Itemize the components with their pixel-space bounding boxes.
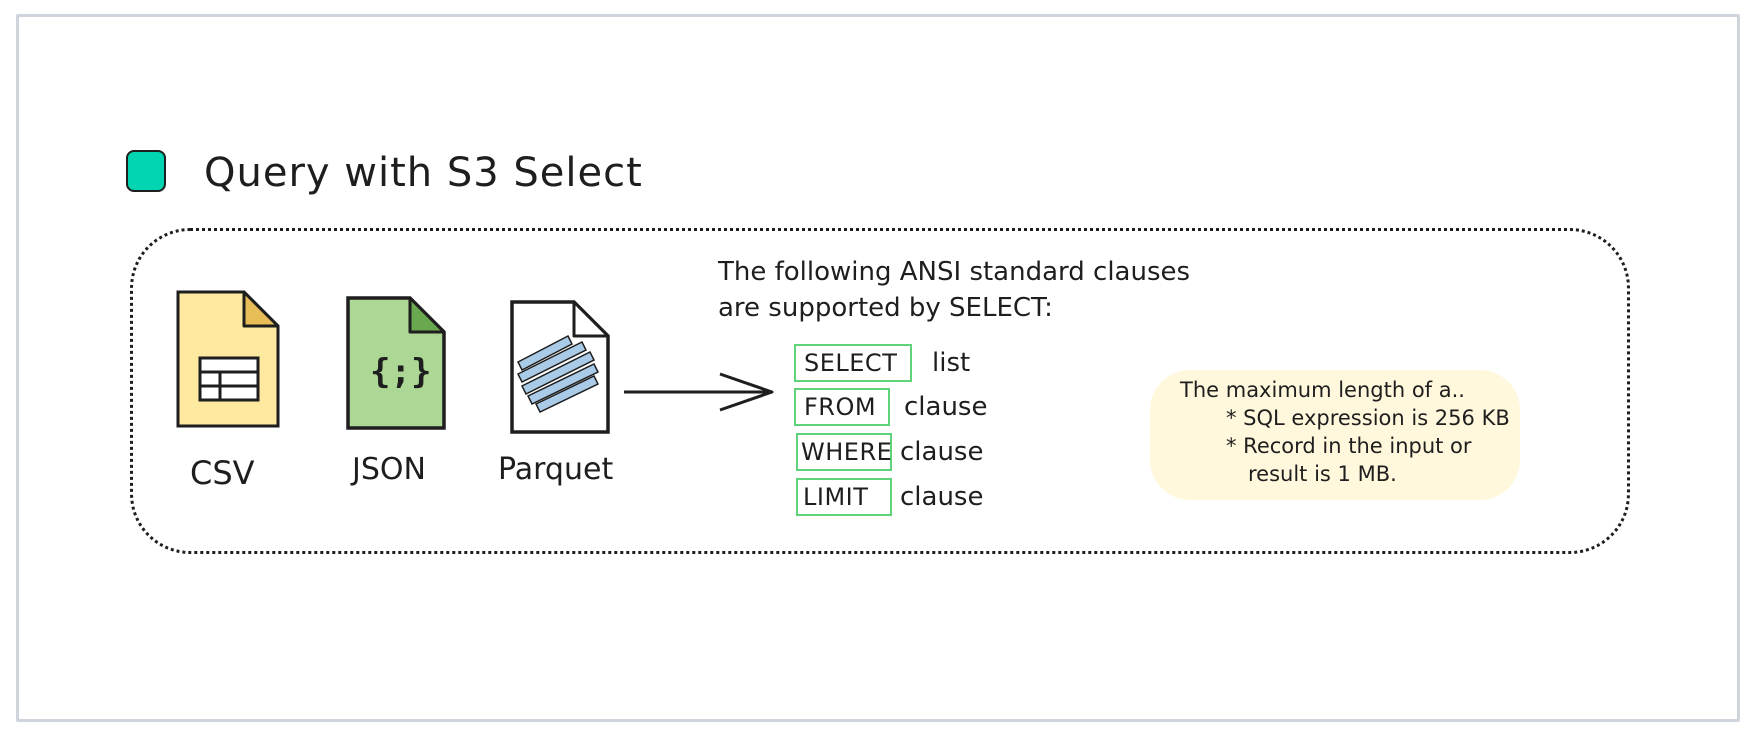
csv-file-icon xyxy=(176,290,280,428)
parquet-label: Parquet xyxy=(498,452,614,487)
clause-suffix: list xyxy=(932,348,971,378)
clause-where: WHERE clause xyxy=(796,433,983,471)
csv-label: CSV xyxy=(190,454,255,492)
json-glyph: {;} xyxy=(370,352,432,392)
clause-keyword: LIMIT xyxy=(796,478,892,516)
clause-suffix: clause xyxy=(904,392,988,422)
description-line-2: are supported by SELECT: xyxy=(718,293,1053,323)
diagram-title: Query with S3 Select xyxy=(204,150,643,196)
limits-note: The maximum length of a.. * SQL expressi… xyxy=(1180,376,1510,488)
json-label: JSON xyxy=(352,452,426,487)
json-file-icon xyxy=(346,296,446,430)
note-bullet-1: * SQL expression is 256 KB xyxy=(1226,406,1510,430)
arrow-right-icon xyxy=(624,372,774,412)
note-heading: The maximum length of a.. xyxy=(1180,378,1465,402)
dotted-container xyxy=(130,228,1630,554)
parquet-file-icon xyxy=(510,300,610,434)
clause-keyword: FROM xyxy=(794,388,890,426)
clause-from: FROM clause xyxy=(794,388,987,426)
clause-limit: LIMIT clause xyxy=(796,478,983,516)
title-badge xyxy=(126,150,166,192)
clause-keyword: SELECT xyxy=(794,344,912,382)
clauses-description: The following ANSI standard clauses are … xyxy=(718,254,1190,326)
clause-suffix: clause xyxy=(900,482,984,512)
note-highlight xyxy=(1150,370,1520,500)
clause-suffix: clause xyxy=(900,437,984,467)
clause-keyword: WHERE xyxy=(796,433,892,471)
canvas-frame xyxy=(16,14,1740,722)
clause-select: SELECT list xyxy=(794,344,970,382)
note-bullet-2: * Record in the input or xyxy=(1226,434,1472,458)
description-line-1: The following ANSI standard clauses xyxy=(718,257,1191,287)
note-bullet-2-cont: result is 1 MB. xyxy=(1248,462,1397,486)
